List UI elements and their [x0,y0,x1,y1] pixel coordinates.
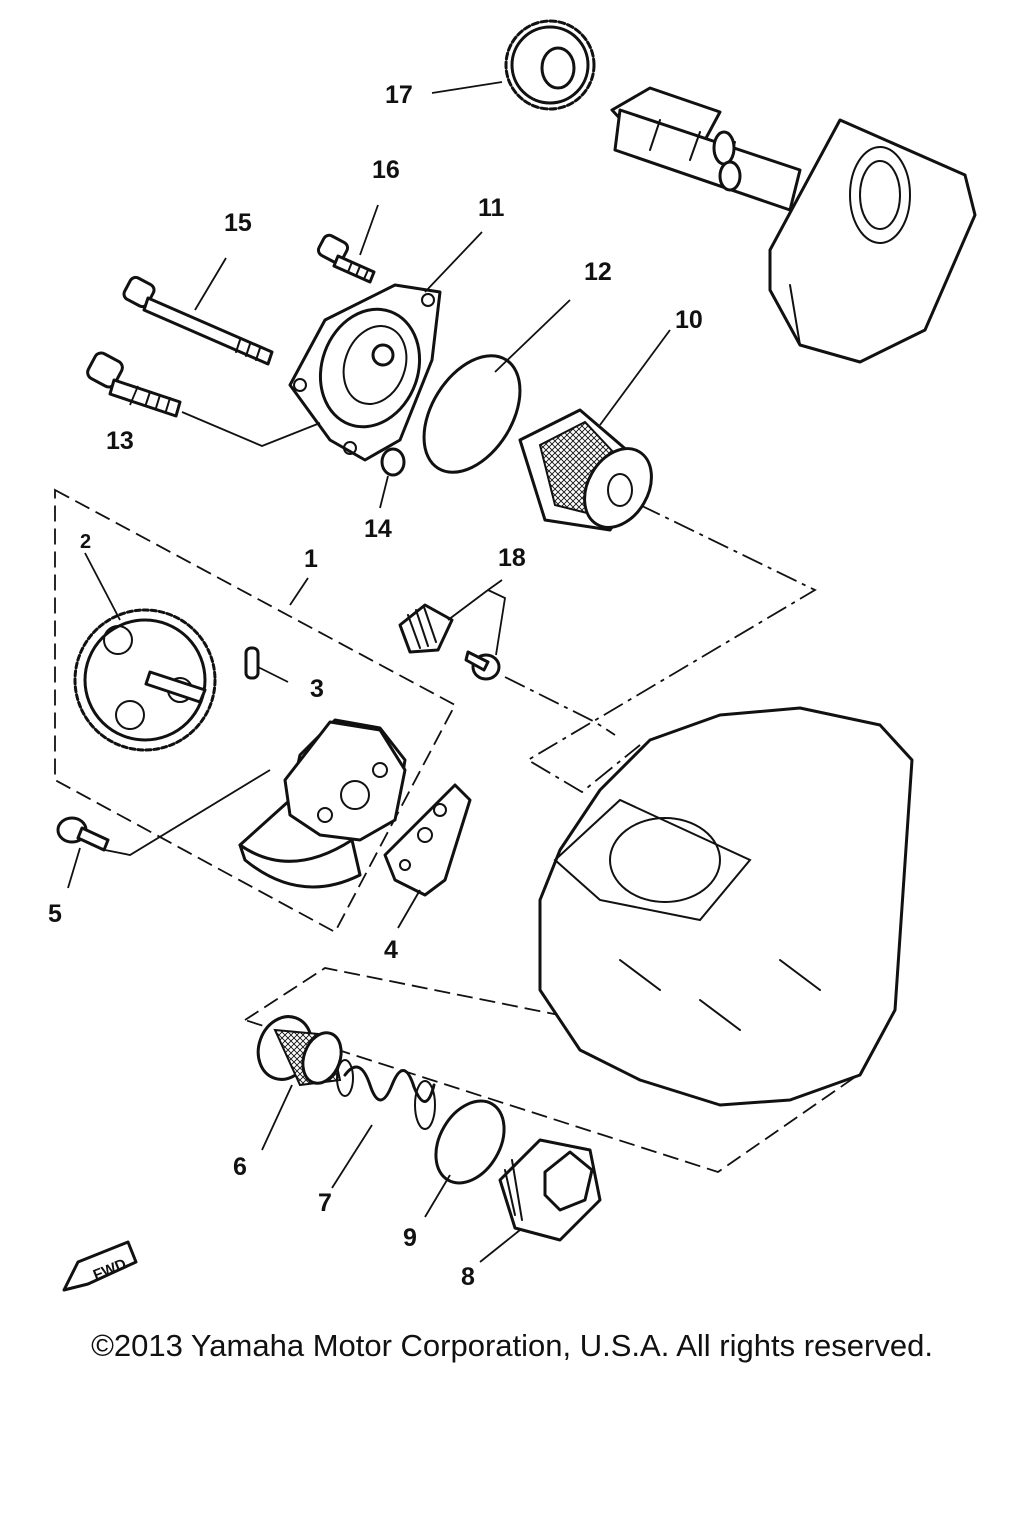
label-part-10: 10 [675,306,703,334]
oil-pump-body [238,718,407,889]
label-part-4: 4 [384,936,398,964]
crank-sprocket [504,19,596,111]
bolt-15 [122,275,274,366]
dowel-pin [244,646,260,680]
label-part-3: 3 [310,675,324,703]
o-ring-14 [380,447,406,477]
label-part-14: 14 [364,515,392,543]
oil-pump-exploded-diagram: FWD 17 16 11 15 12 10 13 14 2 1 18 3 5 4… [48,19,977,1292]
label-part-16: 16 [372,156,400,184]
pump-gasket [383,783,472,897]
label-part-2: 2 [80,531,91,553]
compression-spring [336,1059,436,1130]
copyright-notice: ©2013 Yamaha Motor Corporation, U.S.A. A… [91,1328,933,1363]
oil-route-line [526,504,817,794]
oil-pump-assembly-boundary [54,488,457,934]
screw-5 [56,816,110,852]
label-part-9: 9 [403,1224,417,1252]
oil-route-line-2 [504,676,616,736]
forward-direction-arrow: FWD [62,1240,138,1292]
relief-valve-18 [398,603,501,681]
label-part-18: 18 [498,544,526,572]
oil-pump-cover [288,283,442,462]
bolt-16 [316,233,376,284]
label-part-8: 8 [461,1263,475,1291]
label-part-6: 6 [233,1153,247,1181]
label-part-1: 1 [304,545,318,573]
label-part-11: 11 [478,194,505,222]
oil-filter [518,408,653,532]
label-part-13: 13 [106,427,134,455]
drain-plug [498,1138,602,1242]
label-part-15: 15 [224,209,252,237]
label-part-17: 17 [385,81,413,109]
oil-pump-drive-gear [73,608,217,752]
o-ring-12 [422,354,522,474]
label-part-12: 12 [584,258,612,286]
label-part-7: 7 [318,1189,332,1217]
label-part-5: 5 [48,900,62,928]
strainer-assembly-boundary [242,967,861,1173]
leader-lines [67,81,671,1263]
crankshaft [610,86,977,364]
oil-strainer [256,1015,343,1087]
bolt-13 [86,351,182,418]
crankcase [538,706,914,1107]
